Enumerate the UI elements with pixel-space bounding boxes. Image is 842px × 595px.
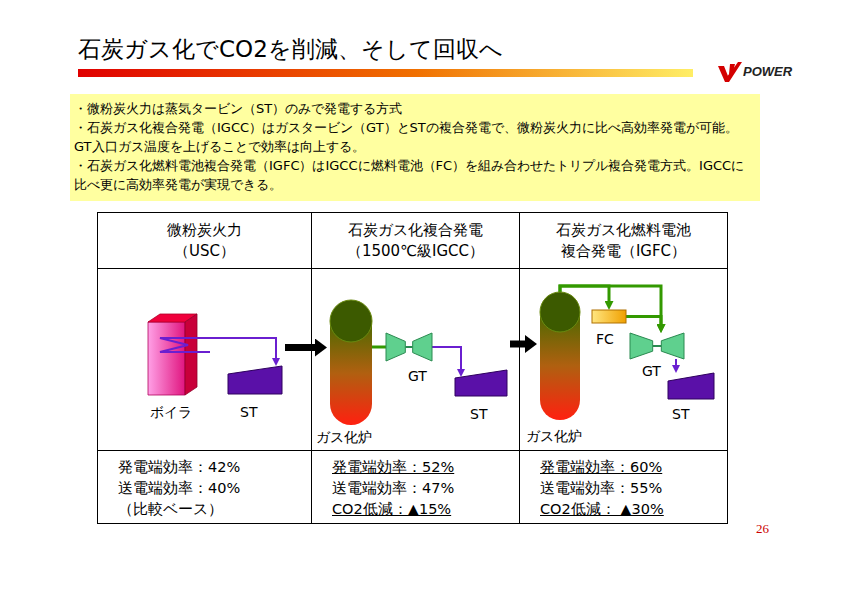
gasifier-symbol — [330, 300, 372, 425]
steam-turbine: ST — [668, 373, 714, 399]
gas-turbine: GT — [386, 333, 432, 361]
pipe-connector — [675, 359, 677, 365]
page-number: 26 — [756, 521, 769, 537]
part-label: ガス化炉 — [526, 428, 582, 444]
slide-title: 石炭ガス化でCO2を削減、そして回収へ — [78, 34, 503, 65]
part-label: ST — [240, 404, 257, 420]
efficiency-text: 送電端効率：40% — [118, 478, 307, 499]
pipe-connector — [626, 317, 661, 325]
note-box: ・微粉炭火力は蒸気タービン（ST）のみで発電する方式・石炭ガス化複合発電（IGC… — [70, 94, 760, 201]
note-text: ・微粉炭火力は蒸気タービン（ST）のみで発電する方式 — [74, 99, 753, 118]
steam-turbine-symbol — [668, 373, 714, 399]
pipe-connector — [210, 338, 276, 358]
efficiency-text: 発電端効率：42% — [118, 457, 307, 478]
efficiency-text: 送電端効率：47% — [332, 478, 515, 499]
header-text: （1500℃級IGCC） — [347, 241, 484, 262]
steam-turbine-symbol — [455, 370, 507, 396]
gas-turbine: GT — [630, 333, 684, 359]
efficiency-text: CO2低減：▲15% — [332, 499, 515, 520]
table-grid — [98, 213, 728, 524]
logo-j — [724, 64, 735, 80]
efficiency-cell: 発電端効率：42%送電端効率：40%（比較ベース） — [98, 451, 311, 524]
fuel-cell: FC — [592, 310, 626, 323]
pipe-connector — [510, 341, 525, 348]
efficiency-cell: 発電端効率：60%送電端効率：55%CO2低減： ▲30% — [520, 451, 727, 524]
efficiency-text: 送電端効率：55% — [540, 478, 723, 499]
fuel-cell-symbol — [592, 310, 626, 323]
boiler-symbol — [148, 314, 210, 395]
column-header: 石炭ガス化燃料電池複合発電（IGFC） — [520, 213, 727, 268]
gasifier-symbol — [540, 292, 580, 420]
pipe-connector — [432, 347, 461, 369]
note-text: ・石炭ガス化燃料電池複合発電（IGFC）はIGCCに燃料電池（FC）を組み合わせ… — [74, 156, 753, 194]
note-text: ・石炭ガス化複合発電（IGCC）はガスタービン（GT）とSTの複合発電で、微粉炭… — [74, 118, 753, 156]
efficiency-text: CO2低減： ▲30% — [540, 499, 723, 520]
header-text: 石炭ガス化複合発電 — [348, 220, 483, 241]
gas-turbine-symbol — [630, 333, 684, 359]
part-label: ガス化炉 — [316, 429, 372, 445]
part-label: GT — [408, 368, 427, 384]
boiler: ボイラ — [148, 314, 210, 395]
gasifier: ガス化炉 — [330, 300, 372, 425]
efficiency-text: 発電端効率：52% — [332, 457, 515, 478]
header-text: 微粉炭火力 — [167, 220, 242, 241]
logo-mark — [718, 62, 742, 82]
column-header: 石炭ガス化複合発電（1500℃級IGCC） — [312, 213, 519, 268]
title-bar — [78, 69, 693, 77]
efficiency-text: 発電端効率：60% — [540, 457, 723, 478]
steam-turbine: ST — [455, 370, 507, 396]
gas-turbine-symbol — [386, 333, 432, 361]
part-label: GT — [642, 363, 661, 379]
header-text: 複合発電（IGFC） — [561, 241, 686, 262]
pipe-connector — [372, 346, 386, 349]
header-text: 石炭ガス化燃料電池 — [556, 220, 691, 241]
gasifier: ガス化炉 — [540, 292, 580, 420]
part-label: ボイラ — [150, 404, 192, 420]
part-label: FC — [596, 331, 614, 347]
steam-turbine: ST — [228, 366, 282, 394]
efficiency-cell: 発電端効率：52%送電端効率：47%CO2低減：▲15% — [312, 451, 519, 524]
column-header: 微粉炭火力（USC） — [98, 213, 311, 268]
part-label: ST — [672, 406, 689, 422]
pipe-connector — [285, 344, 315, 351]
part-label: ST — [470, 406, 487, 422]
header-text: （USC） — [174, 241, 235, 262]
efficiency-text: （比較ベース） — [118, 499, 307, 520]
steam-turbine-symbol — [228, 366, 282, 394]
logo-text: POWER — [743, 64, 792, 79]
